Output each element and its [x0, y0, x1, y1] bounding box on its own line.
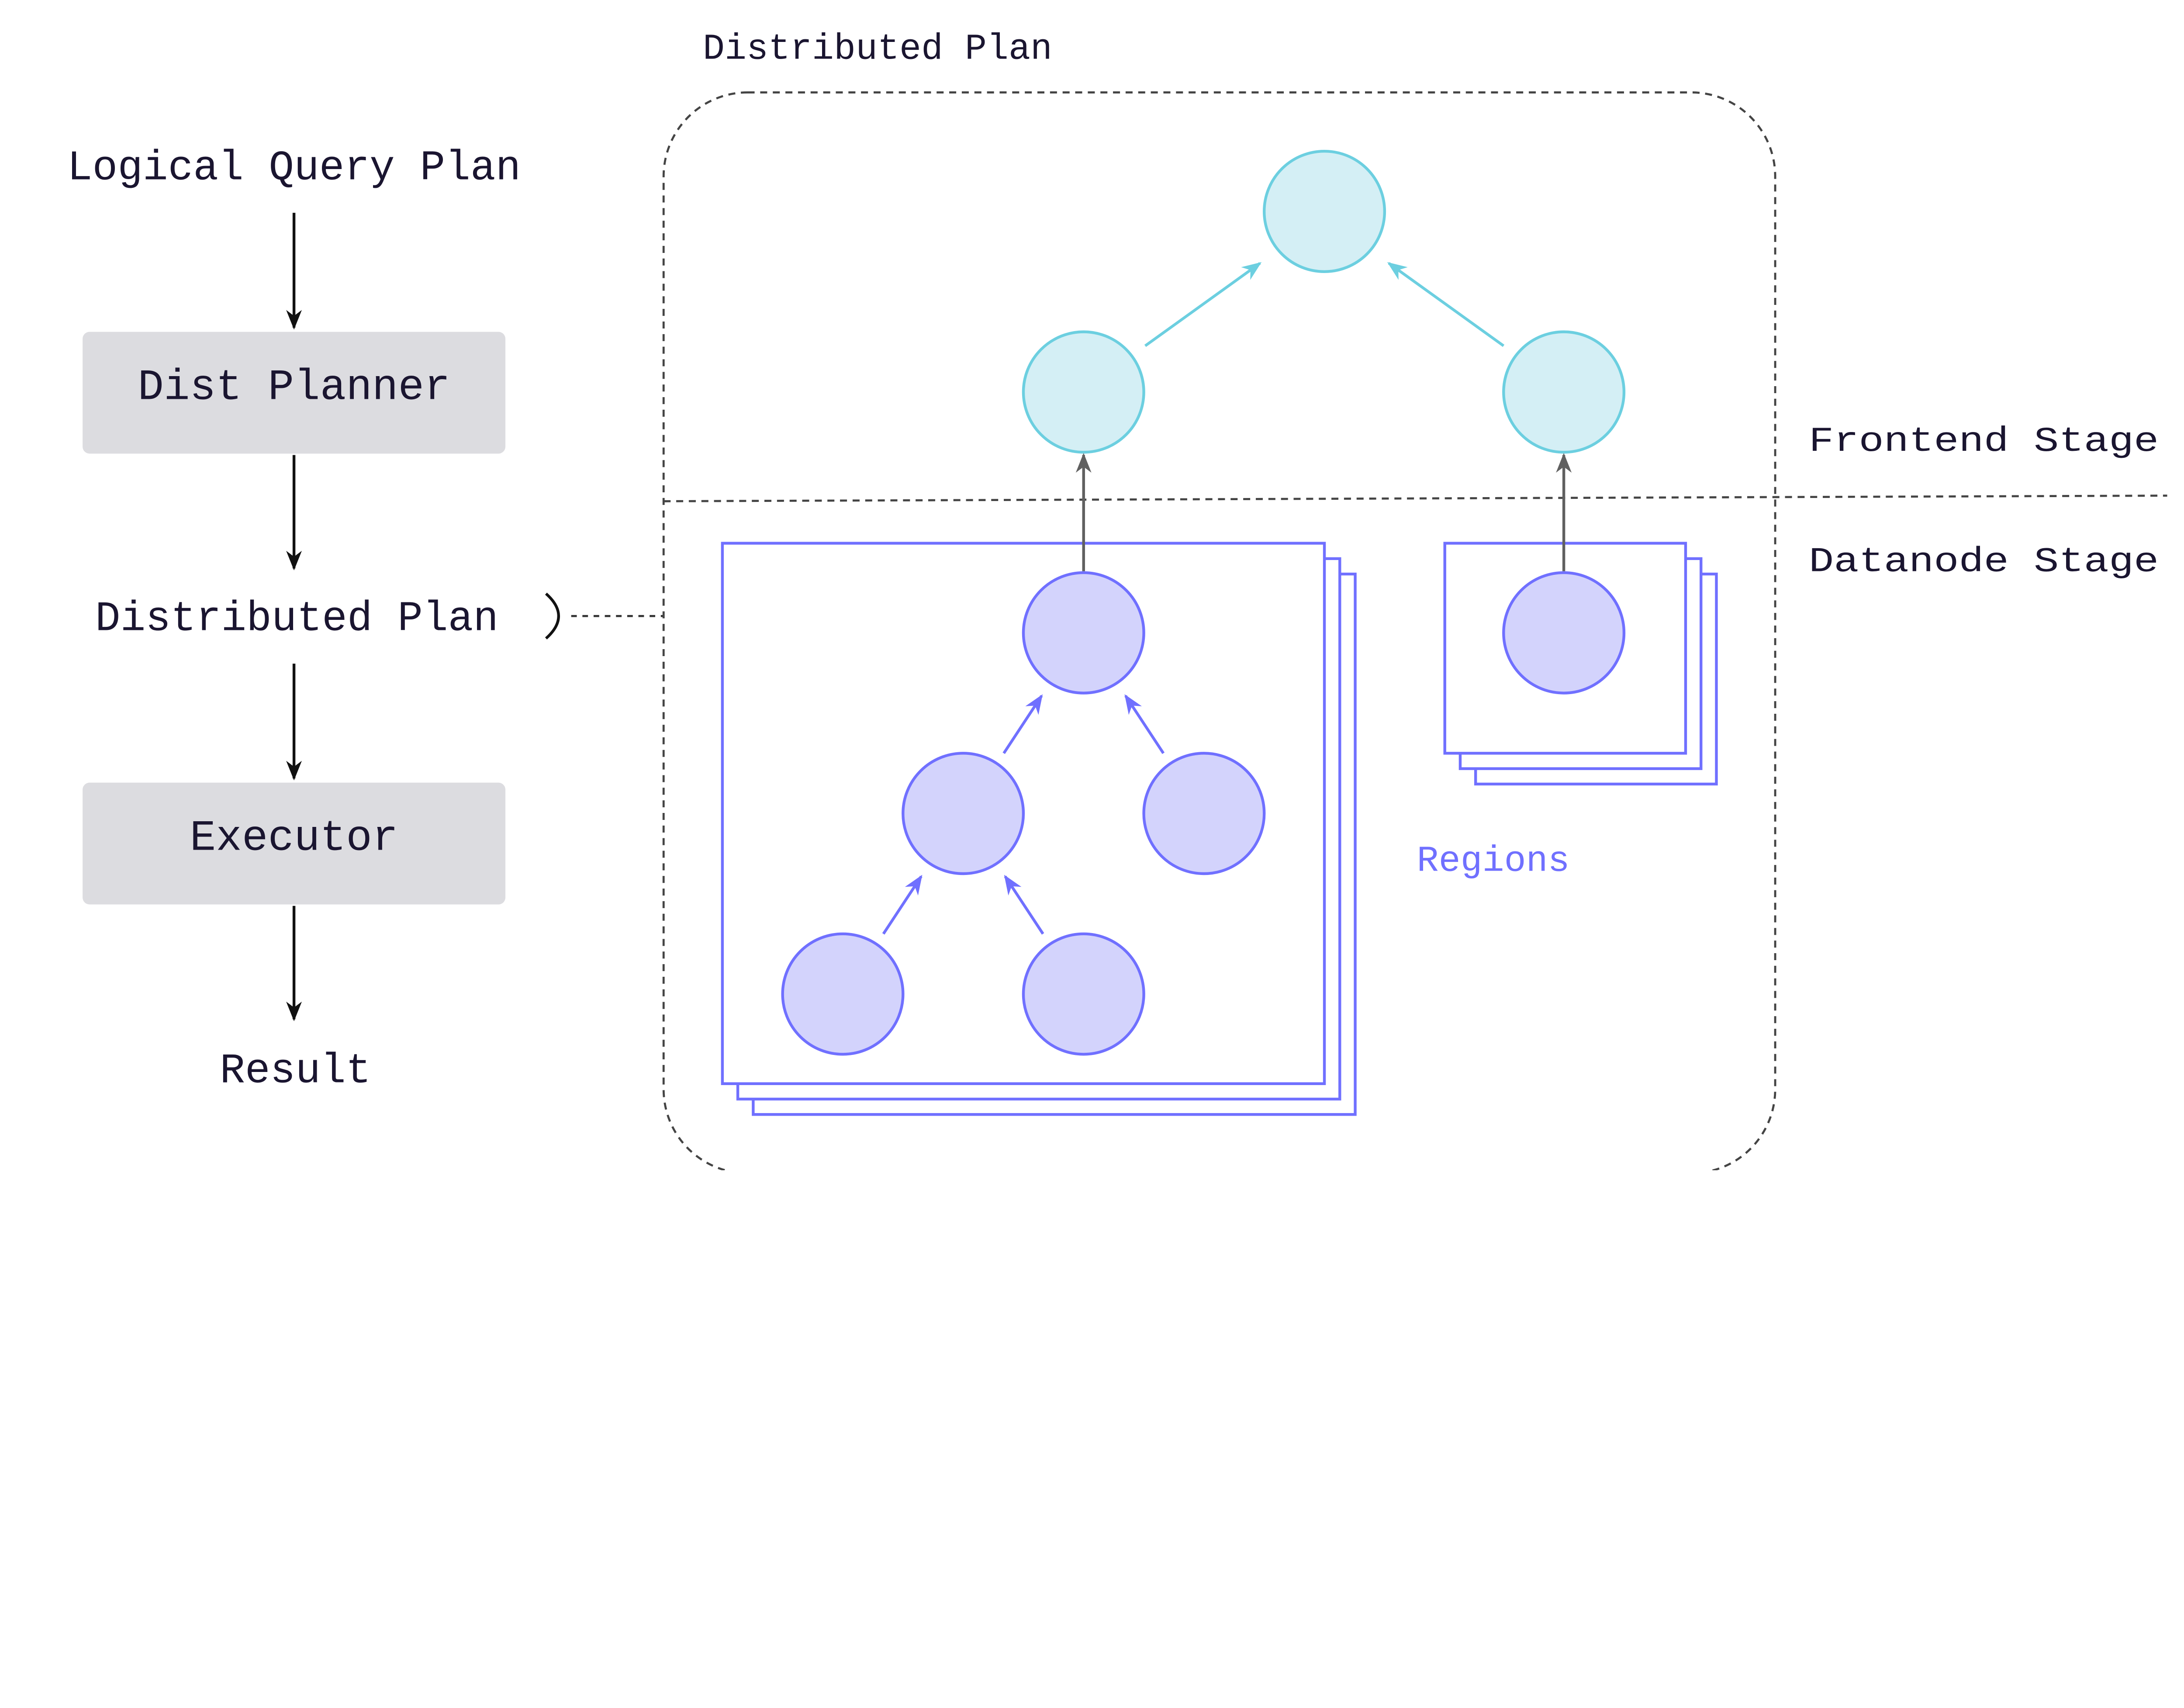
- datanode-edge: [882, 875, 923, 935]
- distributed-plan-diagram: Logical Query Plan Dist Planner Distribu…: [67, 29, 2167, 1171]
- result-label: Result: [220, 1048, 371, 1095]
- datanode-node: [902, 752, 1025, 875]
- logical-plan-label: Logical Query Plan: [67, 144, 521, 192]
- executor-label: Executor: [190, 814, 398, 863]
- dist-planner-box: [83, 332, 506, 454]
- executor-box: [83, 782, 506, 905]
- frontend-node-left: [1022, 330, 1145, 454]
- datanode-edge: [1002, 694, 1043, 754]
- dist-planner-label: Dist Planner: [138, 363, 450, 412]
- datanode-node: [781, 932, 905, 1056]
- frontend-edge: [1387, 262, 1505, 347]
- detail-title: Distributed Plan: [703, 29, 1052, 70]
- distributed-plan-label: Distributed Plan: [95, 595, 498, 643]
- frontend-edge: [1144, 262, 1262, 347]
- frontend-node-right: [1502, 330, 1626, 454]
- datanode-node: [1502, 571, 1626, 695]
- datanode-stage-label: Datanode Stage: [1809, 543, 2159, 582]
- brace-connector: [545, 592, 560, 640]
- distributed-plan-container: [662, 91, 1776, 1171]
- datanode-node: [1022, 571, 1145, 695]
- stage-divider: [663, 494, 2167, 502]
- frontend-stage-label: Frontend Stage: [1809, 422, 2159, 462]
- regions-label: Regions: [1417, 841, 1570, 882]
- frontend-node-root: [1263, 149, 1386, 273]
- datanode-edge: [1124, 694, 1165, 754]
- datanode-node: [1142, 752, 1266, 875]
- datanode-node: [1022, 932, 1145, 1056]
- datanode-edge: [1004, 875, 1044, 935]
